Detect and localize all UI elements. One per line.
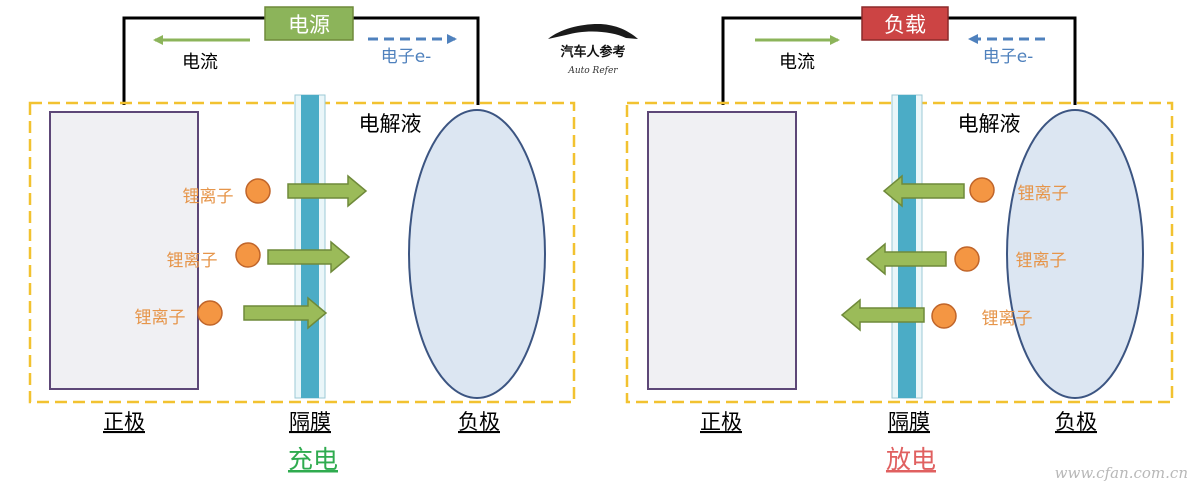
charge-positive-label: 正极 xyxy=(103,410,145,434)
charge-ion-label: 锂离子 xyxy=(183,187,234,207)
charge-current-label: 电流 xyxy=(182,52,218,73)
charge-power-label: 电源 xyxy=(288,13,330,37)
charge-ion xyxy=(245,178,271,204)
discharge-ion xyxy=(931,303,957,329)
charge-title: 充电 xyxy=(288,445,338,474)
site-watermark: www.cfan.com.cn xyxy=(1055,464,1188,482)
discharge-electron-label: 电子e- xyxy=(983,47,1034,67)
charge-ion-arrow xyxy=(243,296,328,330)
charge-ion xyxy=(197,300,223,326)
discharge-ion-arrow xyxy=(865,242,947,276)
discharge-electrolyte-label: 电解液 xyxy=(958,112,1021,136)
charge-electrolyte-label: 电解液 xyxy=(359,112,422,136)
charge-negative-electrode xyxy=(408,109,546,399)
discharge-ion-label: 锂离子 xyxy=(982,309,1033,329)
logo-chinese-text: 汽车人参考 xyxy=(560,44,625,60)
charge-ion-arrow xyxy=(287,174,368,208)
charge-ion-label: 锂离子 xyxy=(135,308,186,328)
discharge-ion xyxy=(954,246,980,272)
discharge-negative-label: 负极 xyxy=(1055,410,1097,434)
charge-separator-label: 隔膜 xyxy=(289,410,331,434)
discharge-negative-electrode xyxy=(1006,109,1144,399)
discharge-panel: 负载 电流 电子e- 电解液 锂离子 锂离子 锂离子 正极 隔膜 负极 放电 xyxy=(625,6,1174,474)
car-silhouette-icon xyxy=(548,24,638,39)
charge-ion-label: 锂离子 xyxy=(167,251,218,271)
discharge-ion-arrow xyxy=(840,298,925,332)
charge-positive-electrode xyxy=(49,111,199,390)
charge-negative-label: 负极 xyxy=(458,410,500,434)
discharge-title: 放电 xyxy=(886,445,936,474)
discharge-separator-core xyxy=(898,95,916,398)
charge-electron-label: 电子e- xyxy=(381,47,432,67)
discharge-load-box xyxy=(861,6,949,41)
auto-refer-logo: 汽车人参考 Auto Refer xyxy=(548,24,638,76)
charge-separator-core xyxy=(301,95,319,398)
discharge-ion-label: 锂离子 xyxy=(1016,251,1067,271)
charge-ion xyxy=(235,242,261,268)
discharge-ion-arrow xyxy=(882,174,965,208)
discharge-ion-label: 锂离子 xyxy=(1018,184,1069,204)
discharge-current-label: 电流 xyxy=(779,52,815,73)
discharge-separator-label: 隔膜 xyxy=(888,410,930,434)
charge-power-box xyxy=(264,6,354,41)
discharge-load-label: 负载 xyxy=(884,13,926,37)
discharge-positive-label: 正极 xyxy=(700,410,742,434)
discharge-positive-electrode xyxy=(647,111,797,390)
discharge-ion xyxy=(969,177,995,203)
logo-english-text: Auto Refer xyxy=(567,66,618,76)
charge-panel: 电源 电流 电子e- 电解液 锂离子 锂离子 锂离子 正极 隔膜 负极 充电 xyxy=(28,6,576,474)
charge-ion-arrow xyxy=(267,240,351,274)
